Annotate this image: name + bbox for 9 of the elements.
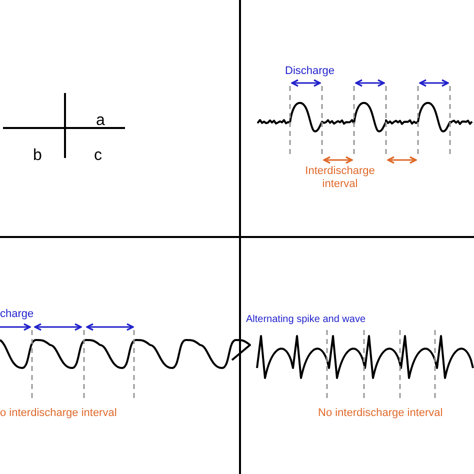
phase-label: Interdischarge interval — [304, 165, 376, 190]
phase-label: No interdischarge interval — [318, 407, 443, 420]
quadrant-letter: c — [94, 147, 102, 166]
quadrant-letter: a — [96, 112, 105, 130]
phase-label: Discharge — [285, 65, 335, 78]
phase-label: o interdischarge interval — [0, 407, 117, 420]
phase-label: Alternating spike and wave — [246, 314, 366, 326]
quadrant-letter: b — [33, 147, 42, 166]
phase-label: charge — [0, 308, 34, 321]
